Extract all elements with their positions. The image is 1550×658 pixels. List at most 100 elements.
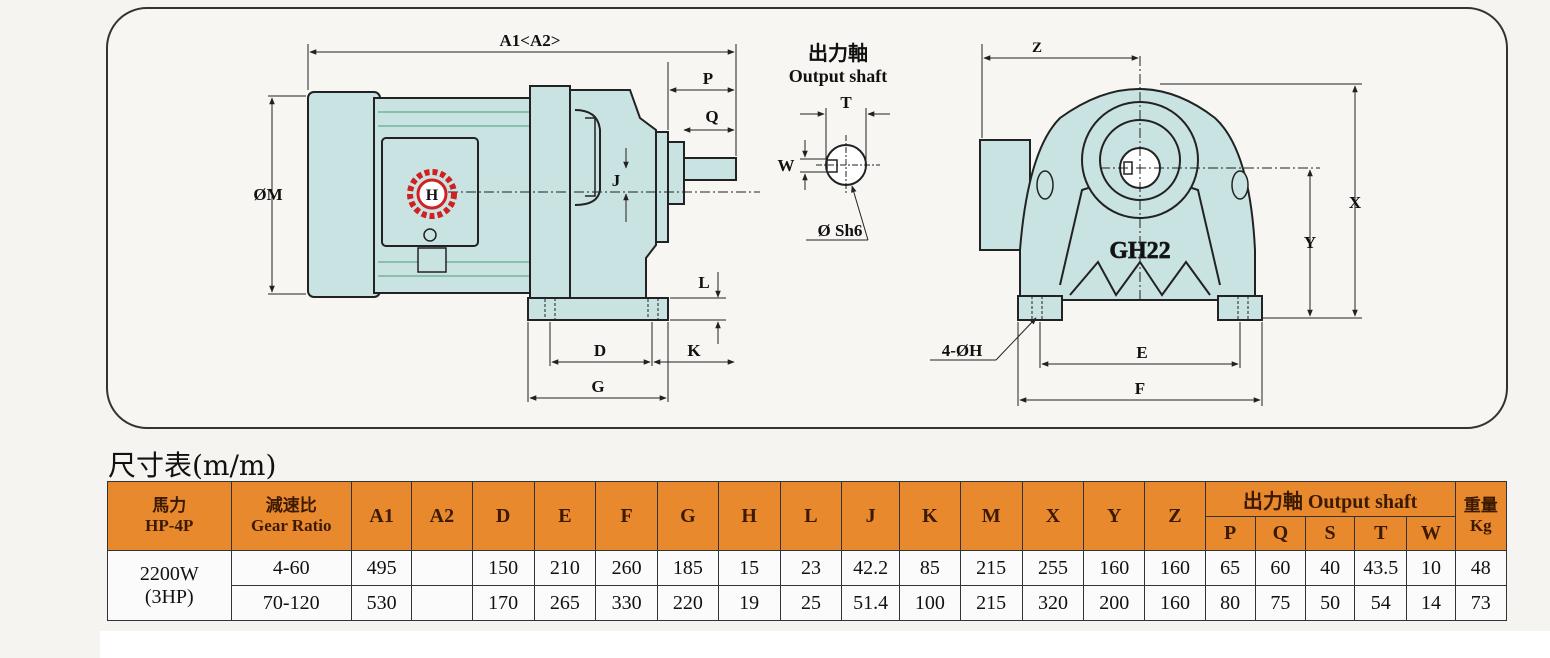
table-cell: 330 [595, 585, 659, 621]
table-cell: 60 [1254, 550, 1306, 586]
table-cell: 40 [1304, 550, 1356, 586]
header-output-shaft: 出力軸 Output shaft [1204, 481, 1456, 517]
table-cell: 51.4 [841, 585, 901, 621]
table-cell [411, 585, 473, 621]
header-col: Y [1083, 481, 1146, 551]
header-col: D [471, 481, 535, 551]
table-cell: 160 [1144, 585, 1206, 621]
header-col: A2 [411, 481, 473, 551]
dim-z: Z [1032, 40, 1042, 56]
page-margin [100, 631, 1550, 658]
ratio-cell: 70-120 [230, 585, 353, 621]
header-shaft-col: T [1354, 516, 1408, 551]
header-shaft-col: Q [1254, 516, 1306, 551]
dim-k: K [687, 341, 701, 360]
dim-y: Y [1304, 233, 1316, 252]
header-shaft-col: P [1204, 516, 1256, 551]
flange [529, 85, 571, 301]
dim-sh6: Ø Sh6 [818, 221, 863, 240]
page-margin [0, 631, 100, 658]
table-cell: 75 [1254, 585, 1306, 621]
base-plate [527, 297, 669, 321]
header-shaft-col: S [1304, 516, 1356, 551]
dim-m: ØM [253, 185, 282, 204]
dim-d: D [594, 341, 606, 360]
table-title: 尺寸表(m/m) [108, 449, 277, 482]
table-cell: 19 [717, 585, 781, 621]
dim-j: J [612, 171, 621, 190]
header-col: J [841, 481, 901, 551]
dim-q: Q [705, 107, 718, 126]
dim-e: E [1136, 343, 1147, 362]
power-cell: 2200W(3HP) [107, 550, 232, 621]
dim-a1a2: A1<A2> [500, 31, 561, 50]
front-view: GH22 Z X Y 4-ØH E F [930, 40, 1362, 406]
table-cell: 495 [351, 550, 413, 586]
dim-x: X [1349, 193, 1362, 212]
table-cell: 25 [779, 585, 843, 621]
table-cell: 48 [1454, 550, 1508, 586]
table-cell: 185 [657, 550, 719, 586]
table-cell [411, 550, 473, 586]
logo-letter: H [426, 187, 439, 204]
table-cell: 160 [1144, 550, 1206, 586]
table-cell: 54 [1354, 585, 1408, 621]
dimension-drawing: H A1<A2> P Q J ØM L D K G [106, 7, 1508, 429]
brand-logo: H [407, 169, 457, 219]
gearbox-housing [569, 89, 657, 301]
header-col: Z [1144, 481, 1206, 551]
dim-l: L [698, 273, 709, 292]
table-cell: 10 [1406, 550, 1456, 586]
table-cell: 14 [1406, 585, 1456, 621]
shaft-title-cn: 出力軸 [808, 42, 868, 65]
table-cell: 265 [533, 585, 597, 621]
header-col: X [1021, 481, 1085, 551]
table-cell: 50 [1304, 585, 1356, 621]
table-row: 2200W(3HP) 4-60 495 150 210 260 185 15 2… [107, 550, 1508, 621]
motor-end-cap [307, 91, 381, 298]
header-col: K [899, 481, 961, 551]
table-cell: 65 [1204, 550, 1256, 586]
header-col: G [657, 481, 719, 551]
table-cell: 215 [959, 585, 1023, 621]
header-shaft-col: W [1406, 516, 1456, 551]
header-col: E [533, 481, 597, 551]
table-cell: 200 [1083, 585, 1146, 621]
dim-g: G [591, 377, 604, 396]
table-row: 70-120 530 170 265 330 220 19 25 51.4 10… [108, 585, 1508, 621]
dim-t: T [840, 93, 852, 112]
shaft-title-en: Output shaft [789, 66, 888, 86]
table-cell: 85 [899, 550, 961, 586]
ratio-cell: 4-60 [230, 550, 353, 586]
table-cell: 150 [471, 550, 535, 586]
header-col: F [595, 481, 659, 551]
table-cell: 170 [471, 585, 535, 621]
table-cell: 100 [899, 585, 961, 621]
table-cell: 255 [1021, 550, 1085, 586]
table-cell: 215 [959, 550, 1023, 586]
table-cell: 530 [351, 585, 413, 621]
table-cell: 80 [1204, 585, 1256, 621]
header-row-shaft: P Q S T W [108, 516, 1507, 551]
side-view: H A1<A2> P Q J ØM L D K G [253, 31, 760, 402]
table-cell: 260 [595, 550, 659, 586]
header-col: L [779, 481, 843, 551]
shaft-detail: 出力軸 Output shaft T W Ø Sh6 [778, 42, 890, 241]
table-cell: 220 [657, 585, 719, 621]
dim-w: W [778, 156, 795, 175]
dim-holes: 4-ØH [942, 341, 983, 360]
table-cell: 42.2 [841, 550, 901, 586]
table-cell: 43.5 [1354, 550, 1408, 586]
table-cell: 73 [1454, 585, 1508, 621]
header-col: M [959, 481, 1023, 551]
table-cell: 320 [1021, 585, 1085, 621]
table-cell: 160 [1083, 550, 1146, 586]
header-col: A1 [351, 481, 413, 551]
dim-p: P [703, 69, 713, 88]
